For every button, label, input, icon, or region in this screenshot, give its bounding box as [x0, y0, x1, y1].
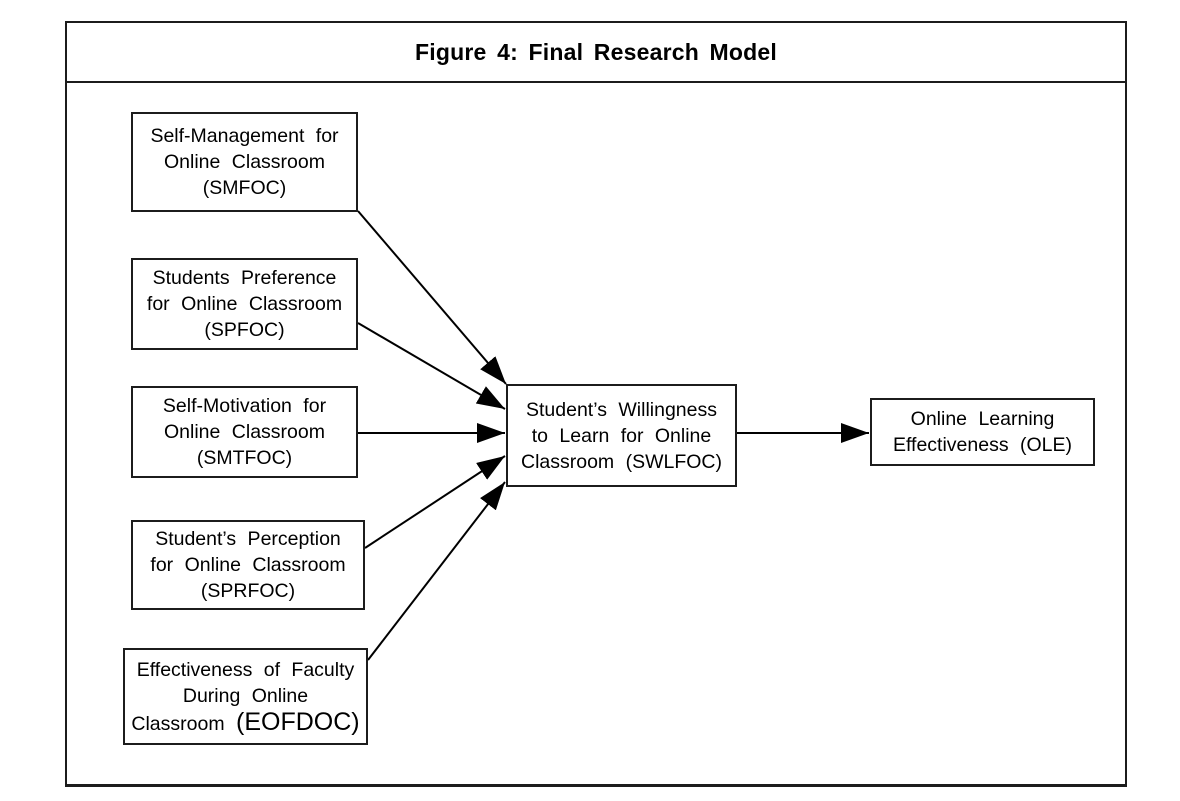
- arrow-sprfoc-to-swlfoc: [364, 455, 506, 549]
- node-swlfoc-line2: to Learn for Online: [531, 424, 712, 447]
- figure-title: Figure 4: Final Research Model: [415, 38, 777, 65]
- node-smfoc-line2: Online Classroom: [164, 151, 325, 173]
- node-spfoc-acronym: (SPFOC): [204, 319, 285, 341]
- node-eofdoc-line3-text: Classroom: [131, 712, 225, 735]
- node-eofdoc: Effectiveness of Faculty During Online C…: [123, 648, 368, 745]
- node-swlfoc-line1: Student’s Willingness: [526, 398, 717, 421]
- node-spfoc: Students Preference for Online Classroom…: [131, 258, 358, 350]
- node-sprfoc-line1: Student’s Perception: [155, 528, 341, 550]
- node-eofdoc-line1: Effectiveness of Faculty: [136, 658, 355, 681]
- node-smfoc: Self-Management for Online Classroom (SM…: [131, 112, 358, 212]
- node-smtfoc-acronym: (SMTFOC): [196, 447, 293, 469]
- node-ole-line2: Effectiveness (OLE): [892, 434, 1073, 456]
- node-sprfoc-line2: for Online Classroom: [150, 554, 346, 576]
- node-smtfoc: Self-Motivation for Online Classroom (SM…: [131, 386, 358, 478]
- node-spfoc-line1: Students Preference: [152, 267, 337, 289]
- node-eofdoc-acronym: (EOFDOC): [236, 707, 360, 736]
- node-ole: Online Learning Effectiveness (OLE): [870, 398, 1095, 466]
- node-spfoc-line2: for Online Classroom: [146, 293, 343, 315]
- node-smtfoc-line2: Online Classroom: [164, 421, 325, 443]
- arrow-smfoc-to-swlfoc: [357, 210, 507, 385]
- node-swlfoc-line3: Classroom (SWLFOC): [520, 450, 722, 473]
- figure-title-bar: Figure 4: Final Research Model: [67, 23, 1125, 83]
- node-ole-line1: Online Learning: [910, 408, 1055, 430]
- arrow-spfoc-to-swlfoc: [357, 322, 506, 410]
- node-swlfoc: Student’s Willingness to Learn for Onlin…: [506, 384, 737, 487]
- figure-frame: Figure 4: Final Research Model: [65, 21, 1127, 787]
- node-eofdoc-line2: During Online: [182, 684, 309, 707]
- node-smtfoc-line1: Self-Motivation for: [162, 395, 327, 417]
- node-smfoc-acronym: (SMFOC): [202, 177, 287, 199]
- node-sprfoc: Student’s Perception for Online Classroo…: [131, 520, 365, 610]
- node-sprfoc-acronym: (SPRFOC): [200, 580, 296, 602]
- node-smfoc-line1: Self-Management for: [150, 125, 339, 147]
- node-eofdoc-line3: Classroom (EOFDOC): [131, 709, 359, 737]
- arrow-eofdoc-to-swlfoc: [367, 481, 506, 661]
